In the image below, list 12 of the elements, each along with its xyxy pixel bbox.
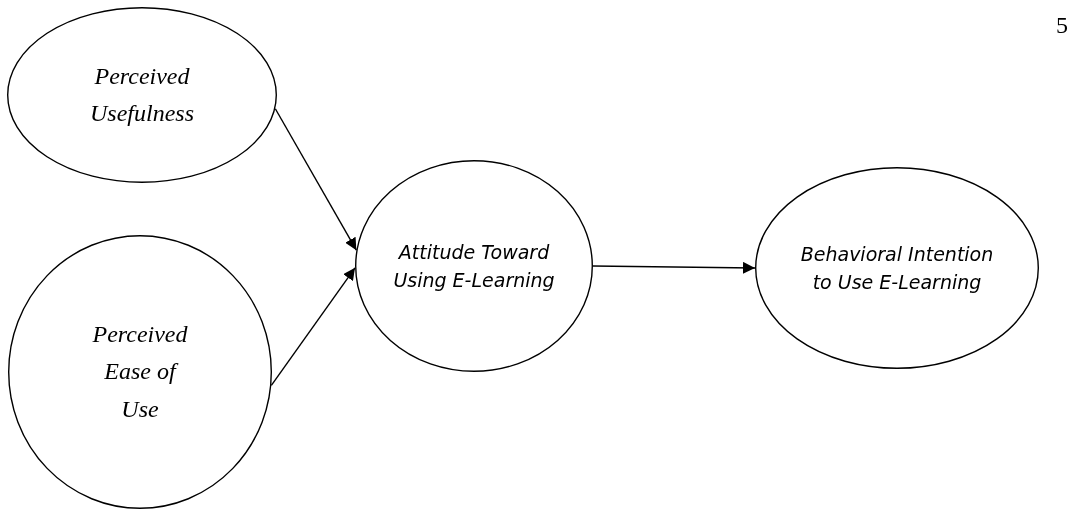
page-number: 5	[1056, 12, 1068, 39]
arrow	[270, 267, 356, 387]
construct-label: Behavioral Intention to Use E-Learning	[799, 241, 995, 295]
construct-ellipse	[8, 235, 272, 509]
construct-label: Perceived Usefulness	[89, 61, 195, 128]
construct-label: Perceived Ease of Use	[91, 320, 189, 424]
construct-ellipse	[7, 7, 277, 183]
construct-ellipse	[755, 167, 1039, 369]
arrow	[592, 261, 756, 274]
construct-ellipse	[355, 160, 593, 372]
construct-label: Attitude Toward Using E-Learning	[392, 239, 556, 293]
arrow	[274, 108, 358, 251]
